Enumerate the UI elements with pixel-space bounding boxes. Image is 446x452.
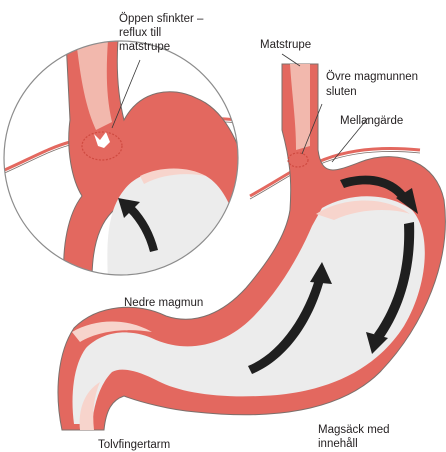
label-upper-sphincter: Övre magmunnen sluten xyxy=(326,71,421,98)
label-duodenum: Tolvfingertarm xyxy=(98,439,170,451)
label-esophagus: Matstrupe xyxy=(260,39,311,51)
label-diaphragm: Mellangärde xyxy=(340,115,403,127)
reflux-inset xyxy=(0,40,250,280)
label-lower-sphincter: Nedre magmun xyxy=(124,297,203,309)
label-stomach-contents: Magsäck med innehåll xyxy=(318,424,393,450)
label-open-sphincter: Öppen sfinkter – reflux till matstrupe xyxy=(119,13,207,53)
